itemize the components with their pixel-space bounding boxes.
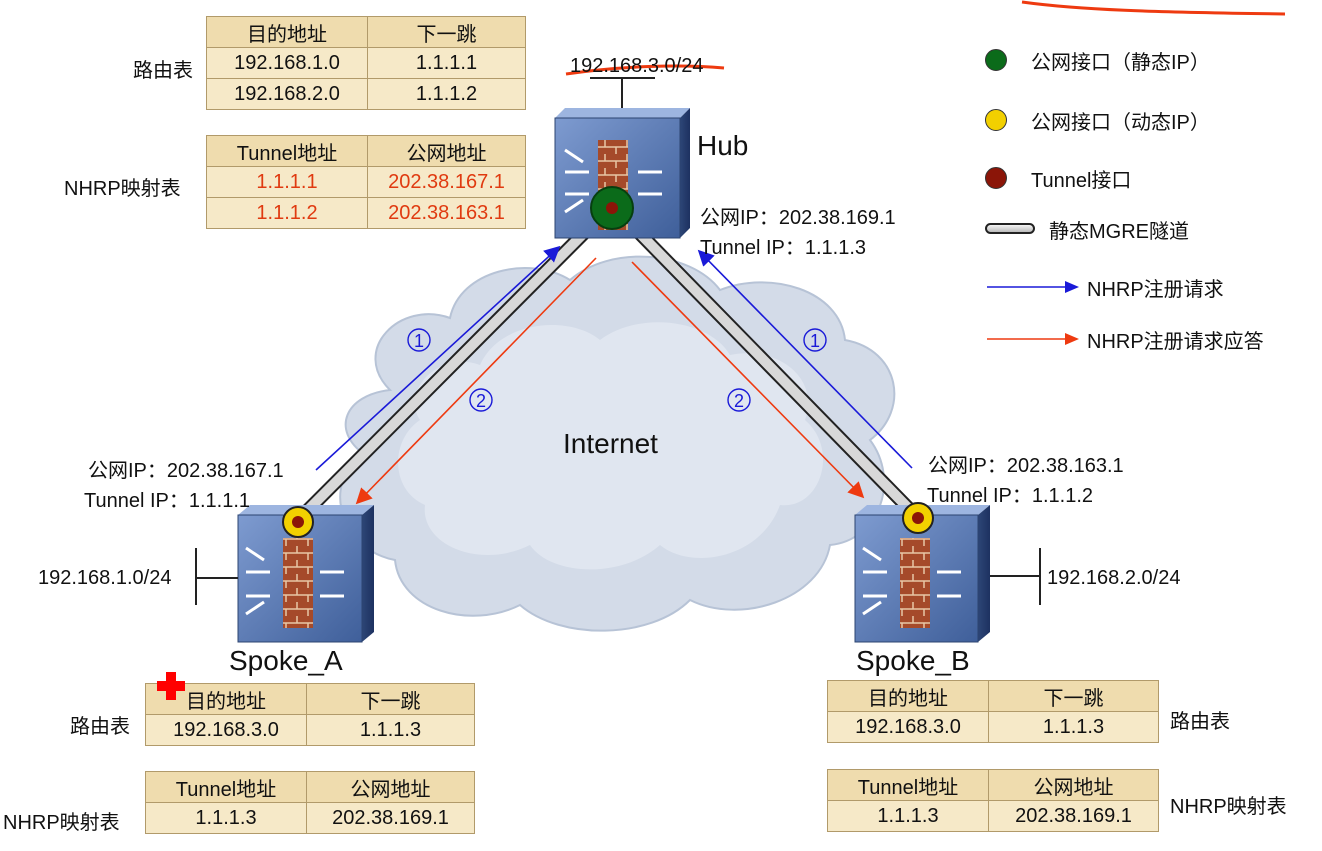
spoke-b-tunnel-ip: Tunnel IP：1.1.1.2: [927, 485, 1094, 507]
table-cell: 1.1.1.1: [206, 166, 368, 198]
nhrp-reply-arrow-a: [355, 257, 597, 505]
spoke-b-name: Spoke_B: [856, 645, 970, 676]
table-cell: 1.1.1.2: [206, 197, 368, 229]
table-cell: 192.168.3.0: [145, 714, 307, 746]
table-cell: 1.1.1.3: [306, 714, 475, 746]
cloud-label: Internet: [563, 428, 658, 459]
table-cell: 1.1.1.2: [367, 78, 526, 110]
hub-public-static-dot-icon: [590, 186, 634, 230]
blue-arrow-icon: [987, 281, 1079, 293]
legend-nhrp-reply: NHRP注册请求应答: [985, 324, 1264, 354]
legend-dynamic-ip: 公网接口（动态IP）: [985, 105, 1210, 135]
spoke-a-lan-label: 192.168.1.0/24: [38, 567, 172, 589]
spoke-b-firewall-icon: [854, 505, 990, 643]
spoke-b-lan-label: 192.168.2.0/24: [1047, 567, 1181, 589]
legend-label: 公网接口（动态IP）: [1031, 111, 1210, 134]
table-cell: 192.168.1.0: [206, 47, 368, 79]
legend-tunnel-interface: Tunnel接口: [985, 163, 1131, 193]
hub-public-ip: 公网IP：202.38.169.1: [700, 207, 896, 229]
table-header: Tunnel地址: [145, 771, 307, 803]
red-dot-icon: [985, 167, 1007, 189]
table-cell: 202.38.169.1: [988, 800, 1159, 832]
table-cell: 202.38.167.1: [367, 166, 526, 198]
table-header: Tunnel地址: [206, 135, 368, 167]
hub-route-table-label: 路由表: [133, 60, 193, 82]
nhrp-request-arrow-b: [697, 249, 913, 469]
step-1-label-a: 1: [414, 331, 424, 351]
table-header: 目的地址: [206, 16, 368, 48]
table-cell: 192.168.3.0: [827, 711, 989, 743]
spoke-b-public-ip: 公网IP：202.38.163.1: [928, 455, 1124, 477]
step-2-label-b: 2: [734, 391, 744, 411]
legend-label: 公网接口（静态IP）: [1031, 51, 1210, 74]
hub-nhrp-table-label: NHRP映射表: [64, 178, 181, 200]
spoke-a-tunnel-ip: Tunnel IP：1.1.1.1: [84, 490, 251, 512]
table-cell: 192.168.2.0: [206, 78, 368, 110]
table-header: 目的地址: [827, 680, 989, 712]
spoke-b-route-table-label: 路由表: [1170, 711, 1230, 733]
spoke-b-public-dynamic-dot-icon: [902, 502, 934, 534]
step-2-circle-b: [727, 388, 751, 412]
hub-tunnel-ip: Tunnel IP：1.1.1.3: [700, 237, 867, 259]
legend-label: 静态MGRE隧道: [1049, 220, 1189, 243]
spoke-a-public-dynamic-dot-icon: [282, 506, 314, 538]
legend-label: NHRP注册请求: [1087, 278, 1224, 301]
spoke-b-nhrp-table-label: NHRP映射表: [1170, 796, 1287, 818]
legend-label: NHRP注册请求应答: [1087, 330, 1264, 353]
table-header: 公网地址: [367, 135, 526, 167]
spoke-a-public-ip: 公网IP：202.38.167.1: [88, 460, 284, 482]
table-cell: 202.38.169.1: [306, 802, 475, 834]
hub-name: Hub: [697, 130, 749, 161]
table-header: Tunnel地址: [827, 769, 989, 801]
step-1-circle-b: [803, 328, 827, 352]
legend-label: Tunnel接口: [1031, 169, 1132, 192]
nhrp-request-arrow-a: [315, 245, 561, 471]
spoke-a-route-table-label: 路由表: [70, 716, 130, 738]
red-cross-marker-icon: [157, 672, 185, 700]
green-dot-icon: [985, 49, 1007, 71]
step-2-circle-a: [469, 388, 493, 412]
strike-mark: [565, 64, 725, 76]
table-cell: 1.1.1.3: [827, 800, 989, 832]
tunnel-tube-icon: [985, 223, 1035, 234]
step-1-circle-a: [407, 328, 431, 352]
legend-static-ip: 公网接口（静态IP）: [985, 45, 1210, 75]
table-header: 下一跳: [988, 680, 1159, 712]
hub-lan-label: 192.168.3.0/24: [570, 55, 704, 77]
step-2-label-a: 2: [476, 391, 486, 411]
table-cell: 202.38.163.1: [367, 197, 526, 229]
scribble-mark: [1021, 0, 1286, 16]
spoke-a-nhrp-table-label: NHRP映射表: [3, 812, 120, 834]
yellow-dot-icon: [985, 109, 1007, 131]
legend-nhrp-request: NHRP注册请求: [985, 272, 1224, 302]
table-cell: 1.1.1.3: [988, 711, 1159, 743]
nhrp-reply-arrow-b: [631, 261, 865, 499]
table-cell: 1.1.1.1: [367, 47, 526, 79]
table-header: 公网地址: [988, 769, 1159, 801]
table-header: 下一跳: [306, 683, 475, 715]
step-1-label-b: 1: [810, 331, 820, 351]
table-header: 下一跳: [367, 16, 526, 48]
legend-mgre-tunnel: 静态MGRE隧道: [985, 214, 1189, 244]
spoke-a-name: Spoke_A: [229, 645, 343, 676]
table-cell: 1.1.1.3: [145, 802, 307, 834]
red-arrow-icon: [987, 333, 1079, 345]
tunnel-hub-spoke-b: [605, 198, 925, 525]
table-header: 公网地址: [306, 771, 475, 803]
